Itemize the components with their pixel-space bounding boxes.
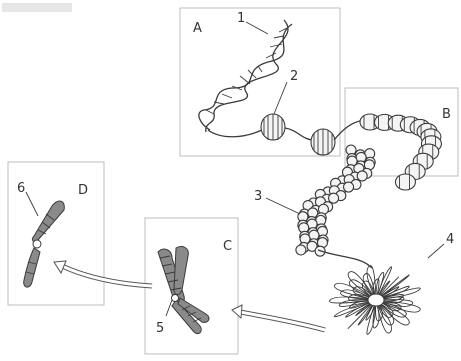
label-6: 6 <box>17 181 25 196</box>
solenoid-bead <box>395 174 415 190</box>
panel-label-c: C <box>223 239 232 254</box>
fiber-bead <box>344 182 354 192</box>
label-1: 1 <box>237 11 245 26</box>
nucleosome <box>311 129 335 155</box>
faint-caption <box>2 3 72 12</box>
label-3: 3 <box>254 189 262 204</box>
label-4: 4 <box>446 232 454 247</box>
chromatin-fiber <box>296 145 375 268</box>
fiber-bead <box>357 171 367 181</box>
label-2: 2 <box>290 69 298 84</box>
condensed-loops <box>329 266 420 335</box>
fiber-bead <box>296 245 306 255</box>
label-5: 5 <box>156 321 164 336</box>
panel-label-b: B <box>442 107 451 122</box>
panel-label-d: D <box>78 183 88 198</box>
nucleosome <box>261 114 285 140</box>
panel-label-a: A <box>193 21 202 36</box>
fiber-bead <box>329 193 339 203</box>
arrow-loops-to-c <box>232 305 325 330</box>
